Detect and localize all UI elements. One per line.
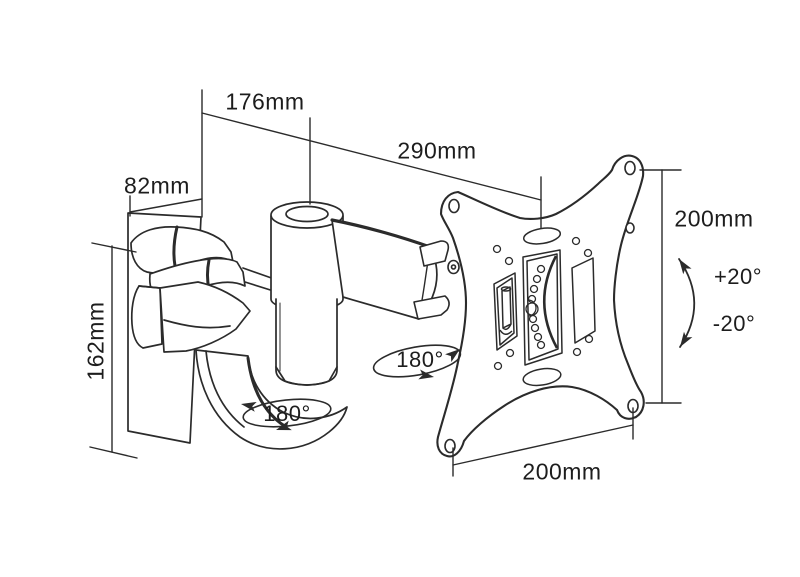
dimension-lines — [89, 89, 696, 477]
bracket-cheek — [130, 285, 163, 349]
dim-label-200mm-horizontal: 200mm — [522, 458, 602, 485]
vesa-small-holes — [492, 236, 594, 371]
swivel-head-ellipse — [372, 344, 462, 378]
dim-label-162mm: 162mm — [82, 301, 109, 381]
dim-line-diagonal — [201, 112, 542, 201]
dim-label-82mm: 82mm — [124, 172, 190, 199]
bracket-fin — [195, 349, 348, 450]
dim-label-290mm: 290mm — [397, 137, 477, 164]
swivel-base-ellipse — [242, 398, 332, 428]
arm-clamp — [413, 240, 460, 320]
wall-bracket — [130, 225, 348, 450]
vesa-corner-holes — [444, 160, 639, 454]
clamp-finger-bottom — [413, 295, 450, 320]
bracket-band-top — [130, 226, 234, 274]
dim-line-200-bottom — [452, 424, 634, 466]
dim-label-176mm: 176mm — [225, 88, 305, 115]
tilt-arc — [678, 258, 696, 348]
bottom-oval-slot — [522, 367, 562, 387]
tilt-label-down: -20° — [712, 311, 756, 336]
dim-line-82 — [129, 198, 203, 213]
tilt-label-up: +20° — [713, 264, 763, 289]
clamp-finger-top — [419, 240, 450, 267]
pivot-column — [270, 201, 344, 386]
screw-column — [525, 264, 546, 350]
swivel-label-head: 180° — [396, 347, 444, 372]
bracket-wedge — [159, 281, 251, 353]
dim-label-200mm-vertical: 200mm — [674, 205, 754, 232]
swivel-label-base: 180° — [263, 401, 311, 426]
vesa-plate — [436, 154, 645, 458]
